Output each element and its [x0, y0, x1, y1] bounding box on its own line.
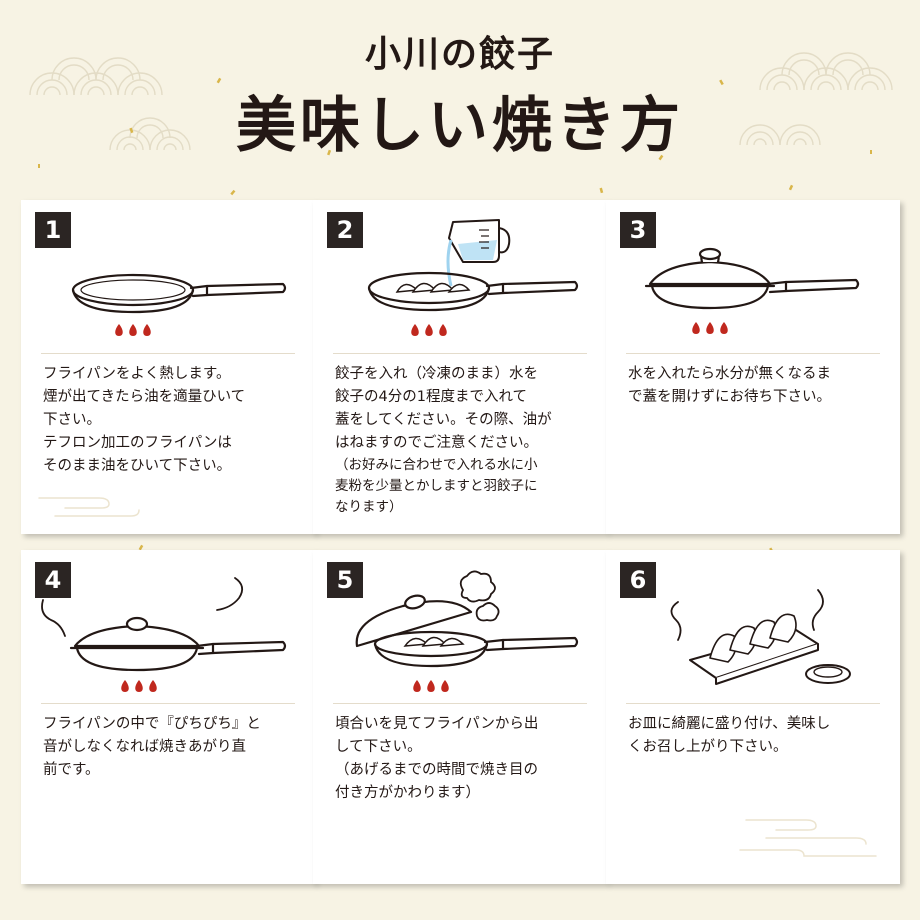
- step-number-badge: 4: [35, 562, 71, 598]
- title-brand: 小川の餃子: [364, 34, 555, 75]
- text-line: 前です。: [43, 762, 100, 778]
- text-line: フライパンの中で『ぴちぴち』と: [43, 716, 261, 732]
- text-line: 水を入れたら水分が無くなるま: [628, 366, 831, 382]
- cloud-line-icon: [739, 819, 877, 857]
- title-block: 小川の餃子 美味しい焼き方: [0, 30, 920, 166]
- sauce-dish-icon: [805, 664, 851, 684]
- text-line: テフロン加工のフライパンは: [43, 435, 232, 451]
- title-main: 美味しい焼き方: [236, 91, 684, 161]
- step-card-1: 1 フライパンをよく熱します。 煙が出てきたら油を適量ひいて 下さい。 テフロン…: [21, 200, 315, 534]
- text-line: そのまま油をひいて下さい。: [43, 458, 232, 474]
- pan-with-water-jug-icon: [367, 219, 579, 336]
- lid-lifted-steam-icon: [355, 570, 579, 692]
- text-line: （あげるまでの時間で焼き目の: [335, 762, 538, 778]
- text-line: 煙が出てきたら油を適量ひいて: [43, 389, 246, 405]
- text-line: はねますのでご注意ください。: [335, 435, 538, 451]
- step-card-5: 5 頃合いを見てフライパンから出 して下さい。 （あげるまでの時間で焼き目の: [313, 550, 607, 884]
- step-number-badge: 2: [327, 212, 363, 248]
- card-divider: [41, 353, 295, 354]
- measuring-jug-icon: [448, 219, 511, 263]
- frying-pan-flame-icon: [71, 273, 287, 336]
- text-line: 餃子を入れ（冷凍のまま）水を: [335, 366, 538, 382]
- text-note: なります）: [335, 499, 403, 515]
- card-divider: [626, 703, 880, 704]
- step-number-badge: 3: [620, 212, 656, 248]
- covered-pan-icon: [644, 247, 860, 334]
- step-description: 餃子を入れ（冷凍のまま）水を 餃子の4分の1程度まで入れて 蓋をしてください。そ…: [335, 363, 591, 518]
- flame-icon: [411, 324, 447, 336]
- card-divider: [333, 353, 587, 354]
- steam-icon: [459, 570, 500, 622]
- step-card-3: 3 水を入れたら水分が無くなるま で蓋を開けずにお待ち下さい。: [606, 200, 900, 534]
- step-description: フライパンの中で『ぴちぴち』と 音がしなくなれば焼きあがり直 前です。: [43, 713, 299, 782]
- step-card-6: 6 お皿に綺麗に盛り付け、美味し くお召し上がり下さい。: [606, 550, 900, 884]
- text-line: して下さい。: [335, 739, 422, 755]
- text-line: で蓋を開けずにお待ち下さい。: [628, 389, 831, 405]
- text-line: フライパンをよく熱します。: [43, 366, 231, 382]
- step-description: フライパンをよく熱します。 煙が出てきたら油を適量ひいて 下さい。 テフロン加工…: [43, 363, 299, 478]
- text-line: 音がしなくなれば焼きあがり直: [43, 739, 246, 755]
- text-line: 餃子の4分の1程度まで入れて: [335, 389, 528, 405]
- text-line: 下さい。: [43, 412, 101, 428]
- text-note: （お好みに合わせで入れる水に小: [335, 457, 538, 473]
- step-description: お皿に綺麗に盛り付け、美味し くお召し上がり下さい。: [628, 713, 884, 759]
- text-line: 頃合いを見てフライパンから出: [335, 716, 539, 732]
- sizzling-covered-pan-icon: [41, 577, 287, 692]
- gyoza-plate-icon: [670, 589, 851, 685]
- cloud-line-icon: [38, 497, 140, 517]
- water-stream-icon: [446, 239, 453, 287]
- gyoza-icon: [709, 613, 797, 663]
- gyoza-icon: [403, 636, 465, 647]
- step-number-badge: 1: [35, 212, 71, 248]
- flame-icon: [115, 324, 151, 336]
- step-number-badge: 6: [620, 562, 656, 598]
- card-divider: [626, 353, 880, 354]
- card-divider: [41, 703, 295, 704]
- sizzle-lines-icon: [41, 577, 244, 637]
- text-line: くお召し上がり下さい。: [628, 739, 788, 755]
- gyoza-icon: [395, 282, 471, 293]
- card-divider: [333, 703, 587, 704]
- step-card-2: 2: [313, 200, 607, 534]
- text-note: 麦粉を少量とかしますと羽餃子に: [335, 478, 538, 494]
- step-number-badge: 5: [327, 562, 363, 598]
- text-line: 蓋をしてください。その際、油が: [335, 412, 552, 428]
- step-card-4: 4 フライパンの中で『ぴちぴち』と 音がしなくなれば焼きあがり直 前です。: [21, 550, 315, 884]
- flame-icon: [413, 680, 449, 692]
- flame-icon: [692, 322, 728, 334]
- step-description: 水を入れたら水分が無くなるま で蓋を開けずにお待ち下さい。: [628, 363, 884, 409]
- text-line: 付き方がかわります）: [335, 785, 480, 801]
- flame-icon: [121, 680, 157, 692]
- text-line: お皿に綺麗に盛り付け、美味し: [628, 716, 831, 732]
- steam-lines-icon: [670, 589, 824, 641]
- step-description: 頃合いを見てフライパンから出 して下さい。 （あげるまでの時間で焼き目の 付き方…: [335, 713, 591, 805]
